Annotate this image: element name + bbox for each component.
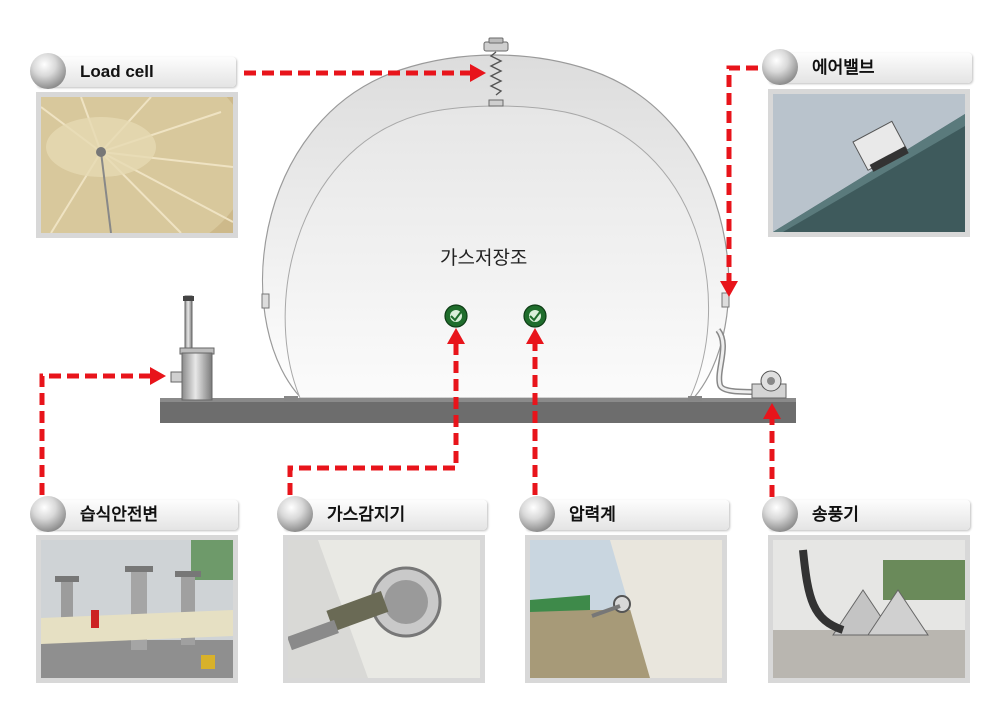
label-text: 에어밸브 [812,58,875,77]
label-load-cell: Load cell [30,53,236,89]
bullet-icon [30,496,66,532]
load-cell-fixture [483,37,509,107]
photo-pressure-gauge [525,535,727,683]
photo-wet-safety-valve [36,535,238,683]
arrowhead-pressure-gauge [526,328,544,344]
photo-air-valve [768,89,970,237]
label-text: 송풍기 [812,505,859,524]
bullet-icon [519,496,555,532]
wet-safety-valve-drawing [170,295,215,401]
arrow-gas-detector [287,340,459,495]
bullet-icon [762,496,798,532]
photo-blower [768,535,970,683]
arrowhead-blower [763,403,781,419]
label-text: Load cell [80,62,154,81]
tank-lug-right [721,292,730,308]
photo-gas-detector [283,535,485,683]
label-air-valve: 에어밸브 [762,49,972,85]
blower-drawing [715,328,787,399]
label-blower: 송풍기 [762,496,970,532]
arrowhead-load-cell [470,64,486,82]
label-text: 가스감지기 [327,505,406,524]
bullet-icon [762,49,798,85]
connector-arrows [39,65,775,497]
arrowhead-wet-safety-valve [150,367,166,385]
arrowhead-air-valve [720,281,738,297]
arrowhead-gas-detector [447,328,465,344]
tank-label: 가스저장조 [440,248,528,269]
label-wet-safety-valve: 습식안전변 [30,496,238,532]
photo-load-cell [36,92,238,238]
gas-detector-sensor [444,304,468,328]
label-gas-detector: 가스감지기 [277,496,487,532]
pressure-gauge-sensor [523,304,547,328]
bullet-icon [30,53,66,89]
label-text: 압력계 [569,505,616,524]
arrow-air-valve [726,65,758,283]
label-text: 습식안전변 [80,505,159,524]
tank-lug-left [261,293,270,309]
bullet-icon [277,496,313,532]
tank-base-slab [160,401,796,423]
label-pressure-gauge: 압력계 [519,496,729,532]
arrow-wet-safety-valve [39,373,152,495]
